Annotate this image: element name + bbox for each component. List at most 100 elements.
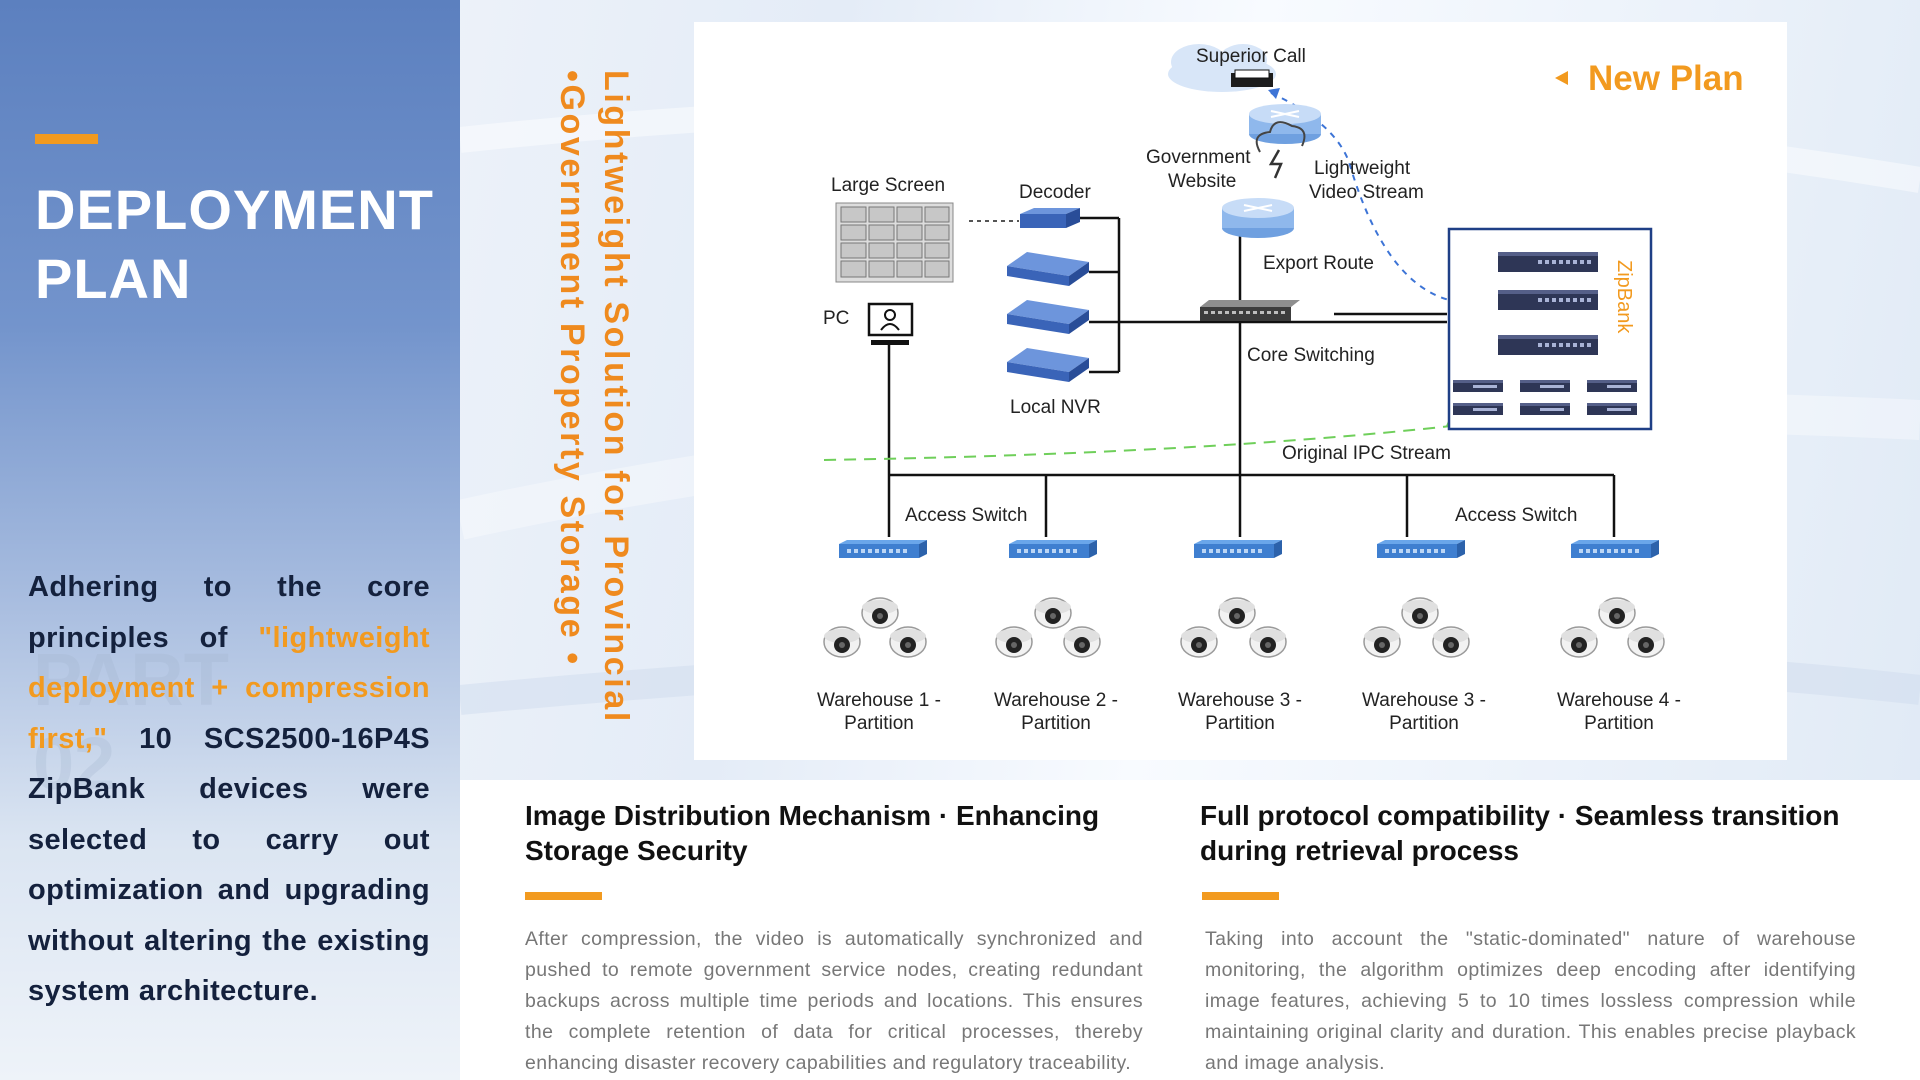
dome-camera-icon [1063, 626, 1101, 658]
access-switch-icon [1194, 540, 1282, 558]
camera-group-5 [1560, 597, 1665, 658]
zipbank-small-device-icon [1587, 380, 1637, 392]
vertical-caption-line1: Lightweight Solution for Provincial [597, 70, 635, 724]
intro-text-part2: 10 SCS2500-16P4S ZipBank devices were se… [28, 722, 430, 1008]
dome-camera-icon [1363, 626, 1401, 658]
dome-camera-icon [861, 597, 899, 629]
warehouse-label-line2: Partition [1205, 713, 1275, 734]
page-title: DEPLOYMENT PLAN [35, 175, 455, 313]
export-route-label: Export Route [1263, 253, 1374, 274]
government-website-label-2: Website [1168, 171, 1236, 192]
core-switch-icon [1200, 300, 1300, 321]
features-band [460, 780, 1920, 1080]
camera-group-2 [995, 597, 1101, 658]
dome-camera-icon [995, 626, 1033, 658]
government-cloud-icon [1255, 121, 1306, 153]
dome-camera-icon [1034, 597, 1072, 629]
access-switch-icon [1571, 540, 1659, 558]
feature-title: Full protocol compatibility · Seamless t… [1200, 798, 1856, 868]
dome-camera-icon [889, 626, 927, 658]
superior-call-device-icon [1231, 69, 1273, 87]
feature-accent-bar [525, 892, 602, 900]
vertical-caption-line2: •Government Property Storage • [553, 70, 591, 667]
zipbank-small-device-icon [1587, 403, 1637, 415]
zipbank-small-device-icon [1453, 403, 1503, 415]
title-accent-bar [35, 134, 98, 144]
large-screen-icon [835, 202, 954, 283]
warehouse-label-line1: Warehouse 1 - [817, 690, 941, 711]
zipbank-device-icon [1498, 252, 1598, 272]
lightweight-stream-label-2: Video Stream [1309, 182, 1424, 203]
decoder-label: Decoder [1019, 182, 1091, 203]
nvr-icon [1007, 348, 1089, 382]
camera-group-4 [1363, 597, 1470, 658]
dome-camera-icon [1627, 626, 1665, 658]
access-switch-icon [839, 540, 927, 558]
dome-camera-icon [1249, 626, 1287, 658]
access-switch-label-left: Access Switch [905, 505, 1027, 526]
zipbank-device-icon [1498, 335, 1598, 355]
intro-text-part1: Adhering to the core principles of [28, 571, 430, 654]
watermark-line2: 02 [33, 722, 116, 805]
feature-title-line2: Storage Security [525, 835, 748, 866]
intro-paragraph: Adhering to the core principles of "ligh… [28, 562, 430, 1017]
feature-title-line1: Image Distribution Mechanism · Enhancing [525, 800, 1100, 831]
lightning-icon [1268, 149, 1283, 179]
zipbank-small-device-icon [1520, 403, 1570, 415]
dome-camera-icon [1560, 626, 1598, 658]
government-website-label-1: Government [1146, 147, 1251, 168]
new-plan-arrow-icon [1555, 71, 1568, 85]
dome-camera-icon [1432, 626, 1470, 658]
feature-title-line1: Full protocol compatibility · Seamless t… [1200, 800, 1840, 831]
vertical-caption: Lightweight Solution for Provincial •Gov… [548, 70, 638, 730]
dome-camera-icon [1218, 597, 1256, 629]
nvr-icon [1007, 300, 1089, 334]
decoder-icon [1020, 208, 1080, 228]
part-watermark: PART 02 [33, 638, 229, 806]
feature-protocol-compatibility: Full protocol compatibility · Seamless t… [1200, 798, 1856, 1079]
warehouse-label-line1: Warehouse 4 - [1557, 690, 1681, 711]
local-nvr-label: Local NVR [1010, 397, 1101, 418]
original-ipc-stream-path [823, 425, 1452, 461]
feature-body: After compression, the video is automati… [525, 928, 1143, 1074]
network-diagram-svg: New Plan Superior Call Government Websit… [817, 44, 1744, 734]
warehouse-label-line1: Warehouse 3 - [1362, 690, 1486, 711]
feature-image-distribution: Image Distribution Mechanism · Enhancing… [525, 798, 1143, 1079]
pc-icon [867, 302, 914, 345]
cloud-icon [1168, 44, 1276, 92]
page-title-line2: PLAN [35, 247, 192, 310]
access-switch-icon [1009, 540, 1097, 558]
network-links [887, 216, 1616, 537]
camera-group-3 [1180, 597, 1287, 658]
feature-body: Taking into account the "static-dominate… [1205, 928, 1856, 1074]
feature-title-line2: during retrieval process [1200, 835, 1520, 866]
original-ipc-stream-label: Original IPC Stream [1282, 443, 1451, 464]
nvr-icon [1007, 252, 1089, 286]
pc-label: PC [823, 308, 849, 329]
export-router-icon [1221, 197, 1295, 239]
access-switch-label-right: Access Switch [1455, 505, 1577, 526]
warehouse-label-line1: Warehouse 2 - [994, 690, 1118, 711]
new-plan-label: New Plan [1588, 59, 1744, 98]
dome-camera-icon [1598, 597, 1636, 629]
superior-call-label: Superior Call [1196, 46, 1306, 67]
router-icon [1248, 103, 1322, 145]
watermark-line1: PART [33, 638, 229, 721]
zipbank-small-device-icon [1520, 380, 1570, 392]
warehouse-label-line2: Partition [844, 713, 914, 734]
zipbank-label: ZipBank [1613, 260, 1635, 334]
core-switching-label: Core Switching [1247, 345, 1375, 366]
zipbank-small-device-icon [1453, 380, 1503, 392]
large-screen-label: Large Screen [831, 175, 945, 196]
warehouse-label-line2: Partition [1584, 713, 1654, 734]
sidebar-panel: DEPLOYMENT PLAN PART 02 Adhering to the … [0, 0, 460, 1080]
feature-accent-bar [1202, 892, 1279, 900]
lightweight-stream-label-1: Lightweight [1314, 158, 1411, 179]
camera-group-1 [823, 597, 927, 658]
warehouse-label-line2: Partition [1021, 713, 1091, 734]
network-diagram: New Plan Superior Call Government Websit… [694, 22, 1787, 760]
warehouse-label-line2: Partition [1389, 713, 1459, 734]
warehouse-label-line1: Warehouse 3 - [1178, 690, 1302, 711]
page-title-line1: DEPLOYMENT [35, 178, 434, 241]
dome-camera-icon [1401, 597, 1439, 629]
